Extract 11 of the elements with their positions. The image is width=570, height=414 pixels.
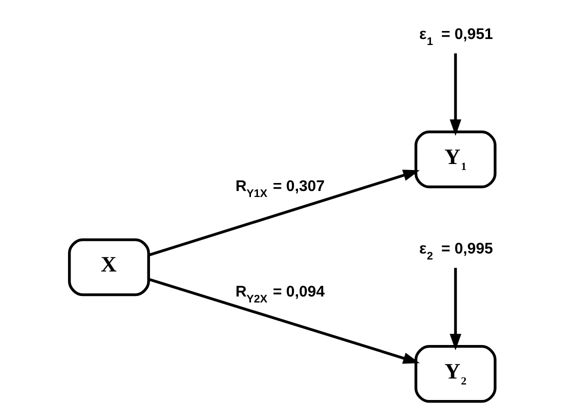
edge-label: R$_{Y2X}$ = 0,094: [236, 284, 325, 306]
node-box: Y$_{2}$: [414, 345, 496, 403]
node-box: Y$_{1}$: [414, 130, 496, 188]
node-text: ε$_{2}$ = 0,995: [419, 240, 493, 262]
arrow: [148, 170, 420, 256]
node-box: X: [68, 238, 150, 296]
arrow: [148, 278, 420, 364]
arrow: [450, 268, 462, 350]
node-text: ε$_{1}$ = 0,951: [419, 26, 493, 48]
arrow: [450, 53, 462, 136]
edge-label: R$_{Y1X}$ = 0,307: [236, 178, 325, 200]
